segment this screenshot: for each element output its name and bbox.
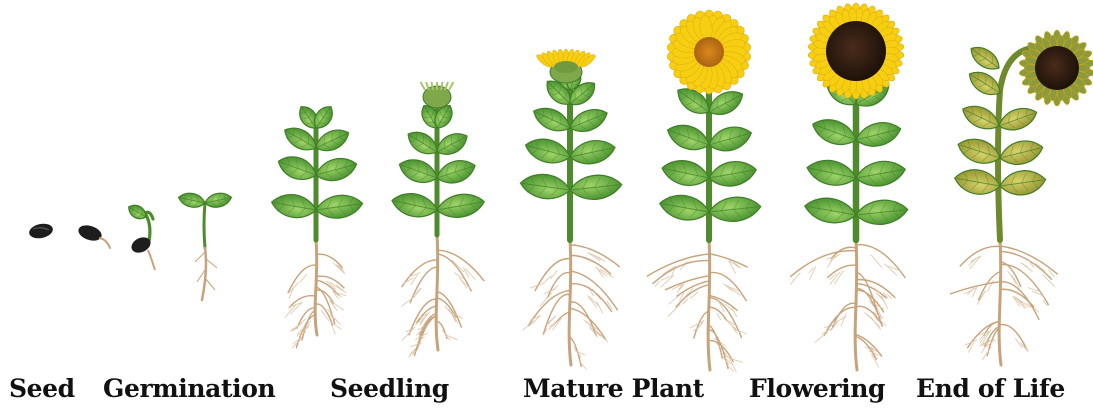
leaf-3 xyxy=(434,156,479,188)
stage-seedling-plant-2 xyxy=(390,82,487,357)
leaf-1 xyxy=(314,192,364,221)
stage-seedling-plant-1 xyxy=(270,102,364,348)
cotyledon-left xyxy=(177,191,206,210)
sunflower-head xyxy=(666,10,751,95)
stage-seed xyxy=(28,222,54,241)
leaf-2 xyxy=(275,151,320,184)
stem xyxy=(204,203,205,248)
leaf-2 xyxy=(660,156,712,189)
leaf-1 xyxy=(569,173,623,202)
wilted-leaf-1 xyxy=(998,168,1047,198)
wilted-leaf-3 xyxy=(997,136,1045,168)
sunflower-head xyxy=(808,3,904,99)
stage-label-germination: Germination xyxy=(103,373,275,405)
leaf-3 xyxy=(854,157,907,189)
leaf-3 xyxy=(707,158,758,190)
stage-mature-plant xyxy=(519,49,623,369)
root-system xyxy=(195,248,217,300)
stage-label-seed: Seed xyxy=(9,373,75,405)
wilted-leaf-5 xyxy=(996,103,1040,135)
wilted-sunflower-head xyxy=(1019,30,1093,106)
cotyledon-right xyxy=(204,191,233,210)
leaf-0 xyxy=(270,191,318,221)
root-system xyxy=(647,240,747,372)
stage-germination xyxy=(76,191,232,300)
root xyxy=(148,250,155,270)
leaf-1 xyxy=(435,191,486,221)
seed xyxy=(28,222,54,241)
leaf-2 xyxy=(805,156,859,190)
leaf-3 xyxy=(568,136,618,168)
root-system xyxy=(285,240,347,348)
root-system xyxy=(790,240,905,370)
leaf-2 xyxy=(523,134,573,168)
radicle xyxy=(100,238,110,248)
stage-label-mature-plant: Mature Plant xyxy=(523,373,704,405)
leaf-5 xyxy=(566,104,610,137)
leaf-1 xyxy=(855,198,909,227)
stage-flowering-plant-2 xyxy=(790,3,909,370)
leaf-5 xyxy=(853,118,903,151)
seed xyxy=(76,223,103,244)
wilted-leaf-0 xyxy=(953,166,1002,198)
root-system xyxy=(950,240,1057,365)
leaf-2 xyxy=(396,154,441,187)
leaf-5 xyxy=(706,122,754,156)
cotyledon xyxy=(126,202,149,222)
leaf-4 xyxy=(664,119,713,155)
stage-label-end-of-life: End of Life xyxy=(916,373,1065,405)
leaf-0 xyxy=(519,171,572,202)
root-system xyxy=(523,240,620,369)
wilted-leaf-7 xyxy=(966,42,1003,75)
leaf-0 xyxy=(658,191,711,223)
stage-flowering-plant-1 xyxy=(647,10,762,373)
stage-label-flowering: Flowering xyxy=(749,373,885,405)
stage-end-of-life xyxy=(950,30,1093,365)
leaf-4 xyxy=(809,114,860,151)
leaf-0 xyxy=(390,189,440,221)
flower-bud xyxy=(421,82,454,108)
leaf-3 xyxy=(313,154,359,185)
stage-label-seedling: Seedling xyxy=(330,373,449,405)
root-system xyxy=(401,235,484,357)
leaf-0 xyxy=(803,194,858,227)
leaf-1 xyxy=(708,195,762,224)
opening-flower xyxy=(535,49,597,83)
